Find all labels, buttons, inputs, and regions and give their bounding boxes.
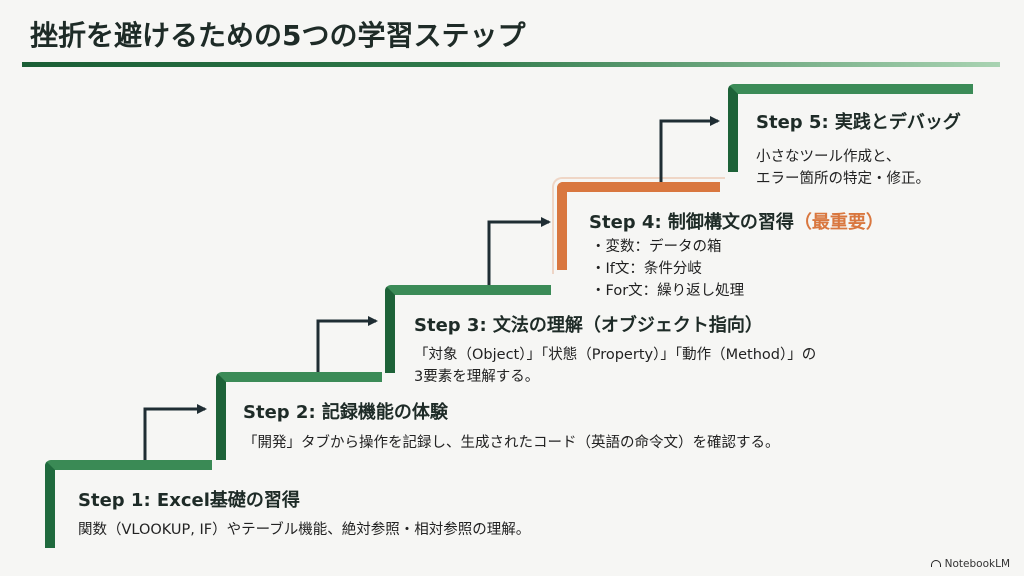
step-3-desc-line-1: 「対象（Object）」「状態（Property）」「動作（Method）」の <box>414 347 817 363</box>
step-4-title: Step 4: 制御構文の習得 <box>589 212 794 233</box>
brand-watermark: NotebookLM <box>930 558 1010 570</box>
page-title: 挫折を避けるための5つの学習ステップ <box>30 19 526 52</box>
step-4-bullet: If文：条件分岐 <box>591 258 744 280</box>
step-3-desc-line-2: 3要素を理解する。 <box>414 369 540 385</box>
step-4-highlight-badge: （最重要） <box>793 212 884 233</box>
title-underline <box>22 62 1000 67</box>
brand-label: NotebookLM <box>944 558 1010 570</box>
arrow-1-to-2 <box>143 404 207 460</box>
arrow-4-to-5 <box>659 116 720 182</box>
step-2-bracket <box>216 372 382 460</box>
step-1-desc: 関数（VLOOKUP, IF）やテーブル機能、絶対参照・相対参照の理解。 <box>78 522 531 538</box>
step-5-title: Step 5: 実践とデバッグ <box>756 112 961 133</box>
step-5-desc-line-1: 小さなツール作成と、 <box>756 149 901 165</box>
step-2-title: Step 2: 記録機能の体験 <box>243 402 448 423</box>
arrow-3-to-4 <box>487 217 551 285</box>
step-4-bullet-list: 変数：データの箱 If文：条件分岐 For文：繰り返し処理 <box>591 236 745 302</box>
step-1-title: Step 1: Excel基礎の習得 <box>78 490 300 511</box>
step-4-bracket <box>557 182 720 270</box>
step-5-bracket <box>728 84 973 172</box>
step-3-title: Step 3: 文法の理解（オブジェクト指向） <box>414 315 763 336</box>
step-4-bullet: For文：繰り返し処理 <box>591 280 745 302</box>
arrow-2-to-3 <box>316 316 378 372</box>
step-4-bullet: 変数：データの箱 <box>591 236 744 258</box>
step-3-bracket <box>385 285 551 373</box>
notebooklm-logo-icon <box>930 560 941 568</box>
step-1-bracket <box>45 460 212 548</box>
step-4-title-row: Step 4: 制御構文の習得（最重要） <box>589 208 884 234</box>
step-5-desc-line-2: エラー箇所の特定・修正。 <box>756 171 930 187</box>
step-2-desc: 「開発」タブから操作を記録し、生成されたコード（英語の命令文）を確認する。 <box>243 435 780 451</box>
step-4-glow <box>552 177 725 274</box>
